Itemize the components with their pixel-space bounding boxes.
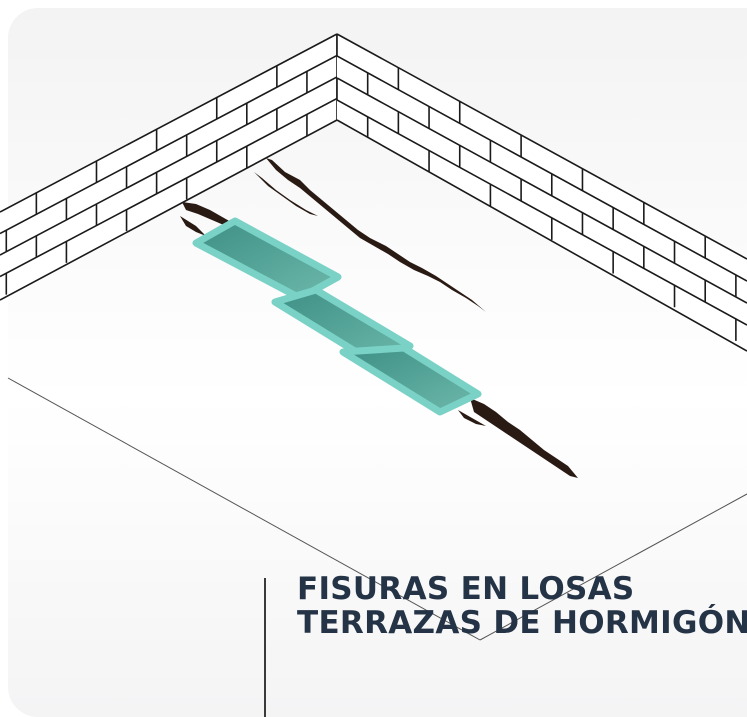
crack-upper (180, 158, 486, 312)
right-brick-wall (336, 33, 747, 352)
left-brick-wall (0, 33, 338, 301)
title-line-1: FISURAS EN LOSAS (297, 571, 635, 607)
divider-line (264, 578, 266, 717)
repair-patch-2 (271, 286, 414, 368)
page-title: FISURAS EN LOSAS TERRAZAS DE HORMIGÓN (297, 572, 747, 640)
slab-outline (7, 377, 747, 641)
repair-patch-1 (192, 217, 342, 302)
repair-patch-3 (339, 344, 482, 416)
title-line-2: TERRAZAS DE HORMIGÓN (297, 605, 747, 641)
crack-lower (458, 398, 578, 478)
